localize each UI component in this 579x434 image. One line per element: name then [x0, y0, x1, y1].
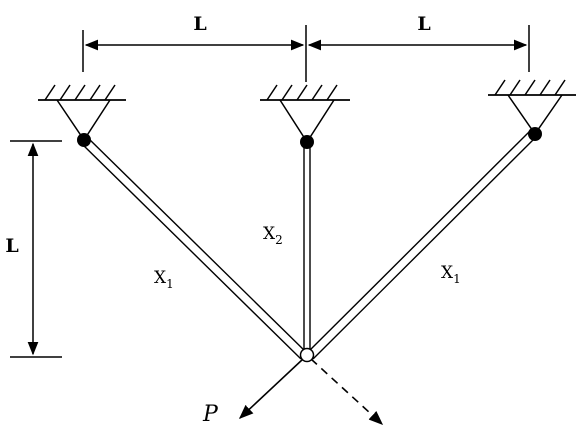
- dimension-label-height: L: [5, 235, 18, 257]
- right-pin-support: [488, 79, 576, 136]
- center-bar: [303, 142, 311, 350]
- right-bar: [306, 129, 538, 360]
- left-pin-support: [38, 84, 126, 142]
- load-arrow-p: [238, 358, 304, 419]
- center-pin-joint: [300, 135, 314, 149]
- right-pin-joint: [528, 127, 542, 141]
- dashed-component-arrow: [310, 358, 384, 425]
- left-bar: [80, 136, 308, 360]
- dimension-top-right: L: [307, 13, 530, 72]
- label-right-bar: X1: [441, 263, 461, 286]
- center-pin-support: [260, 84, 350, 144]
- load-label-p: P: [202, 402, 219, 427]
- label-left-bar: X1: [154, 268, 174, 291]
- label-center-bar: X2: [263, 224, 283, 247]
- dimension-vertical: L: [5, 140, 62, 358]
- dimension-label-right-span: L: [417, 13, 430, 35]
- dimension-label-left-span: L: [193, 13, 206, 35]
- free-node: [299, 347, 315, 363]
- dimension-top-left: L: [82, 13, 307, 82]
- left-pin-joint: [77, 133, 91, 147]
